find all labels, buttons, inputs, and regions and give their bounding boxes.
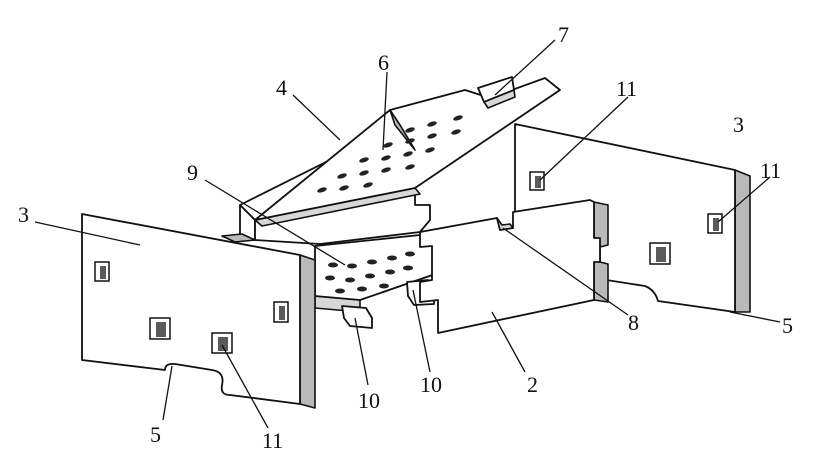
front-wall xyxy=(419,199,609,334)
label-11-top: 11 xyxy=(616,76,637,101)
label-11-right: 11 xyxy=(760,158,781,183)
perforated-lid xyxy=(254,76,561,227)
right-end-panel xyxy=(514,123,751,313)
label-3-left: 3 xyxy=(18,202,29,227)
leader-lines xyxy=(34,39,781,429)
label-10-b: 10 xyxy=(420,372,442,397)
label-8: 8 xyxy=(628,310,639,335)
label-2: 2 xyxy=(527,372,538,397)
part-labels: 7 6 4 11 3 11 9 3 8 5 2 10 10 5 11 xyxy=(18,22,793,453)
label-11-bottom: 11 xyxy=(262,428,283,453)
label-6: 6 xyxy=(378,50,389,75)
lid-perforations xyxy=(317,115,463,193)
label-9: 9 xyxy=(187,160,198,185)
left-end-panel xyxy=(81,213,316,409)
label-5-right: 5 xyxy=(782,313,793,338)
label-4: 4 xyxy=(276,75,287,100)
base-perforations xyxy=(325,251,415,294)
label-10-a: 10 xyxy=(358,388,380,413)
label-7: 7 xyxy=(558,22,569,47)
label-3-right: 3 xyxy=(733,112,744,137)
label-5-left: 5 xyxy=(150,422,161,447)
